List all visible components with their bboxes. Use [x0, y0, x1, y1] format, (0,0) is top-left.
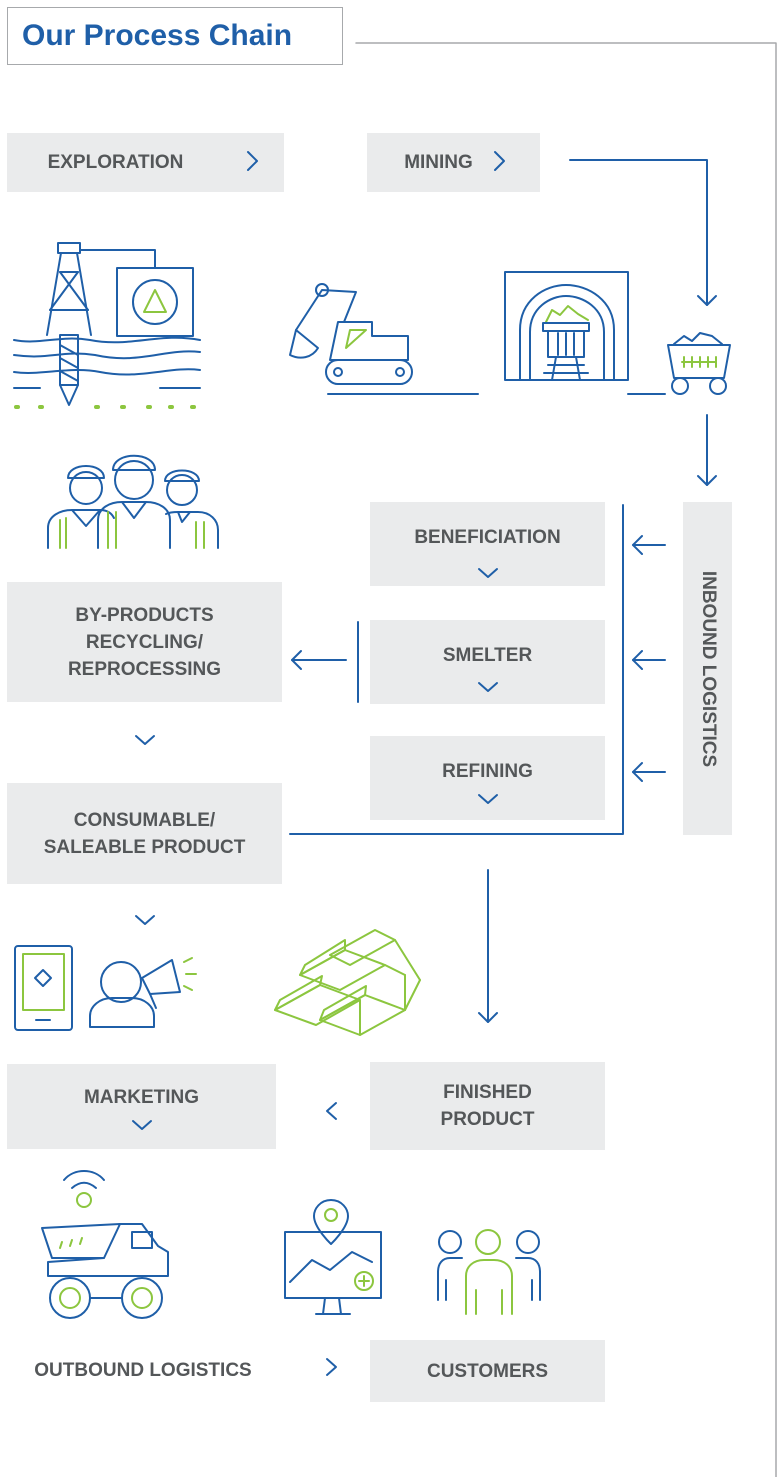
- marketer-megaphone-icon: [89, 957, 197, 1028]
- excavator-icon: [289, 283, 479, 395]
- stage-label: MARKETING: [83, 1087, 200, 1108]
- route-line: [569, 159, 708, 306]
- stage-refining: REFINING: [370, 736, 605, 820]
- chevron-right-icon: [247, 151, 258, 171]
- stage-byproducts: BY-PRODUCTS RECYCLING/ REPROCESSING: [7, 582, 282, 702]
- chevron-down-icon: [135, 735, 155, 745]
- chevron-down-icon: [132, 1120, 152, 1130]
- stage-beneficiation: BENEFICIATION: [370, 502, 605, 586]
- stage-label: PRODUCT: [440, 1109, 535, 1130]
- stage-label: BY-PRODUCTS: [75, 604, 214, 626]
- haul-truck-icon: [41, 1170, 169, 1319]
- arrow-head-left: [632, 650, 643, 670]
- stage-consumable: CONSUMABLE/ SALEABLE PRODUCT: [7, 783, 282, 884]
- stage-marketing: MARKETING: [7, 1064, 276, 1149]
- chevron-down-icon: [135, 915, 155, 925]
- arrow-head-left: [632, 762, 643, 782]
- stage-label: EXPLORATION: [47, 152, 184, 173]
- stage-label: SMELTER: [442, 644, 533, 666]
- arrow-head-down: [478, 1012, 498, 1023]
- stage-mining: MINING: [367, 133, 540, 192]
- workers-icon: [47, 454, 219, 549]
- stage-label: SALEABLE PRODUCT: [43, 836, 246, 858]
- arrow-head-left: [291, 650, 302, 670]
- stage-label: BENEFICIATION: [414, 526, 561, 548]
- customers-icon: [437, 1229, 541, 1315]
- drilling-rig-icon: [13, 242, 201, 406]
- stage-finished-product: FINISHED PRODUCT: [370, 1062, 605, 1150]
- stage-label: REFINING: [442, 760, 533, 782]
- stage-customers: CUSTOMERS: [370, 1340, 605, 1402]
- mine-tunnel-icon: [504, 271, 666, 395]
- gold-bars-icon: [274, 929, 421, 1036]
- chevron-right-icon: [326, 1358, 337, 1376]
- arrow-head-down: [697, 475, 717, 486]
- title-box: Our Process Chain: [7, 7, 343, 65]
- frame-line: [355, 42, 777, 1477]
- chevron-down-icon: [478, 568, 498, 578]
- page-title: Our Process Chain: [22, 19, 293, 52]
- route-line: [289, 504, 624, 835]
- ore-cart-icon: [667, 332, 731, 395]
- arrow-head-down: [697, 295, 717, 306]
- stage-label: FINISHED: [443, 1082, 532, 1103]
- stage-label: MINING: [404, 152, 473, 173]
- chevron-down-icon: [478, 794, 498, 804]
- stage-label: RECYCLING/: [85, 631, 204, 653]
- stage-inbound-logistics: INBOUND LOGISTICS: [683, 502, 732, 835]
- map-monitor-icon: [284, 1199, 382, 1315]
- stage-outbound-logistics: OUTBOUND LOGISTICS: [7, 1340, 279, 1402]
- stage-label: REPROCESSING: [67, 658, 222, 680]
- stage-label: CONSUMABLE/: [73, 809, 216, 831]
- chevron-down-icon: [478, 682, 498, 692]
- arrow-head-left: [632, 535, 643, 555]
- tablet-icon: [14, 945, 73, 1031]
- stage-label: OUTBOUND LOGISTICS: [34, 1360, 252, 1381]
- stage-exploration: EXPLORATION: [7, 133, 284, 192]
- chevron-left-icon: [326, 1102, 337, 1120]
- stage-label: CUSTOMERS: [426, 1360, 549, 1382]
- chevron-right-icon: [494, 151, 505, 171]
